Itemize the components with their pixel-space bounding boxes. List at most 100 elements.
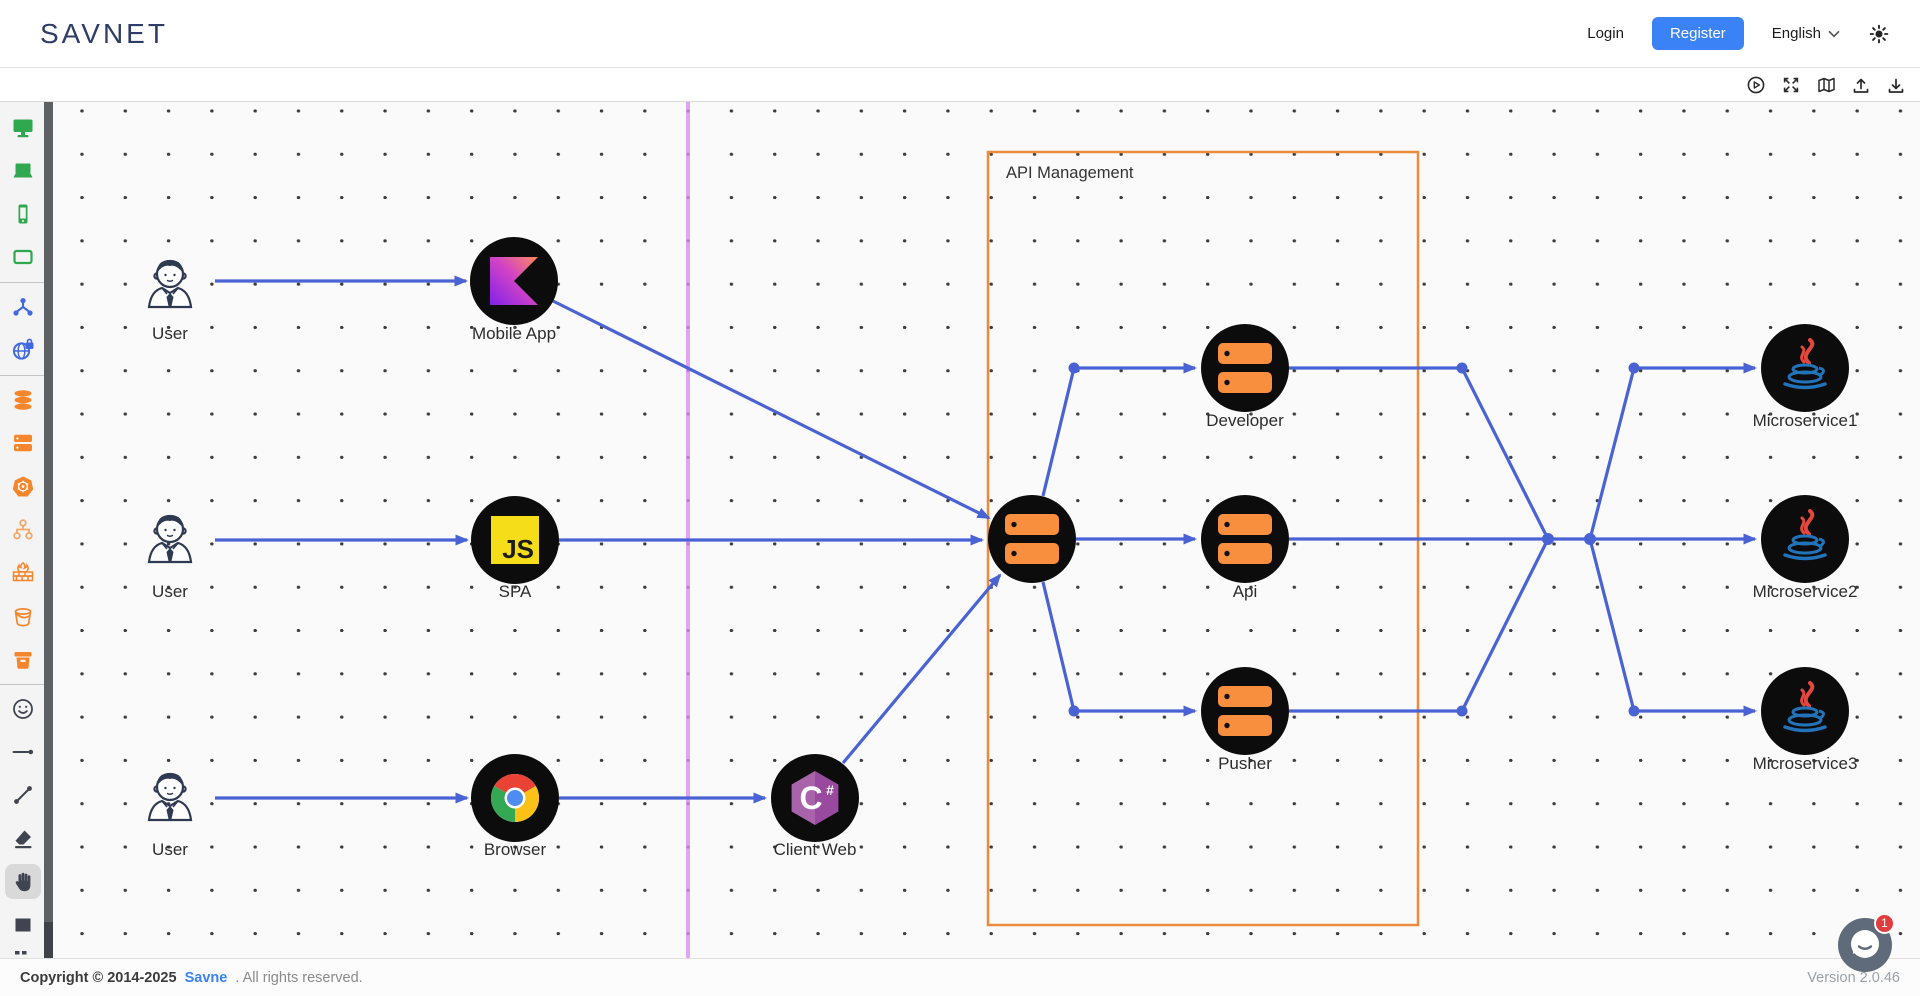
chat-bubble-icon — [1838, 918, 1892, 972]
smiley-icon — [12, 699, 33, 720]
download-icon — [1888, 78, 1904, 93]
clipped-tool-icon — [14, 951, 26, 955]
scrollbar-thumb[interactable] — [44, 102, 53, 922]
palette-tablet-button[interactable] — [5, 239, 41, 274]
edge-gateway-pusher[interactable] — [1041, 581, 1197, 717]
login-button[interactable]: Login — [1587, 25, 1624, 42]
palette-scrollbar[interactable] — [44, 102, 53, 958]
palette-bucket-button[interactable] — [5, 598, 41, 633]
canvas-toolbar — [0, 68, 1920, 102]
node-browser[interactable] — [471, 754, 559, 842]
footer: Copyright © 2014-2025 Savne . All rights… — [0, 958, 1920, 996]
node-api[interactable] — [1201, 495, 1289, 583]
palette-firewall-button[interactable] — [5, 555, 41, 590]
play-button[interactable] — [1746, 75, 1766, 95]
node-spa[interactable] — [471, 496, 559, 584]
palette-database-button[interactable] — [5, 383, 41, 418]
node-label: Developer — [1206, 411, 1284, 430]
node-label: User — [152, 840, 188, 859]
edge-hub-microservice1[interactable] — [1588, 362, 1757, 540]
palette-arrow-line-button[interactable] — [5, 735, 41, 770]
node-user-top[interactable] — [147, 258, 193, 309]
vertical-guide-line — [686, 102, 690, 958]
storage-bin-icon — [14, 652, 31, 669]
palette-globe-lock-button[interactable] — [5, 333, 41, 368]
node-label: Api — [1233, 582, 1258, 601]
chevron-down-icon — [1828, 30, 1840, 38]
shape-palette — [0, 102, 46, 958]
brand-link[interactable]: Savne — [184, 969, 228, 986]
palette-connector-line-button[interactable] — [5, 778, 41, 813]
eraser-icon — [14, 830, 31, 848]
palette-smartphone-button[interactable] — [5, 196, 41, 231]
palette-hand-button[interactable] — [4, 864, 41, 900]
network-nodes-icon — [12, 298, 33, 316]
node-label: Mobile App — [472, 324, 556, 343]
globe-lock-icon — [12, 338, 33, 360]
node-api-gateway[interactable] — [988, 495, 1076, 583]
node-label: SPA — [499, 582, 532, 601]
brand-logo[interactable]: SAVNET — [40, 17, 168, 49]
edge-clientweb-gateway[interactable] — [841, 573, 1002, 765]
palette-laptop-button[interactable] — [5, 153, 41, 188]
edge-hub-microservice3[interactable] — [1588, 538, 1757, 717]
node-mobile-app[interactable] — [470, 237, 558, 325]
register-button[interactable]: Register — [1651, 17, 1744, 50]
node-microservice1[interactable] — [1759, 322, 1851, 414]
node-label: Pusher — [1218, 754, 1272, 773]
desktop-monitor-icon — [13, 119, 32, 137]
language-label: English — [1771, 25, 1821, 42]
node-pusher[interactable] — [1201, 667, 1289, 755]
node-client-web[interactable] — [771, 754, 859, 842]
node-microservice2[interactable] — [1759, 493, 1851, 585]
node-microservice3[interactable] — [1759, 665, 1851, 757]
header: SAVNET Login Register English — [0, 0, 1920, 68]
scrollbar-track — [44, 922, 53, 958]
edge-mobileapp-gateway[interactable] — [552, 299, 991, 520]
copyright: Copyright © 2014-2025 Savne . All rights… — [20, 970, 363, 986]
palette-eraser-button[interactable] — [5, 821, 41, 856]
palette-kubernetes-button[interactable] — [5, 469, 41, 504]
fullscreen-button[interactable] — [1781, 75, 1801, 95]
node-label: User — [152, 582, 188, 601]
palette-storage-bin-button[interactable] — [5, 642, 41, 677]
node-label: Microservice3 — [1753, 754, 1858, 773]
connector-line-icon — [13, 786, 32, 805]
chat-widget-button[interactable]: 1 — [1837, 913, 1895, 973]
upload-button[interactable] — [1851, 75, 1871, 95]
diagram-edges[interactable] — [215, 275, 1757, 804]
palette-clipped-button[interactable] — [5, 946, 41, 958]
diagram-svg[interactable]: JS C — [46, 102, 1920, 958]
node-user-bottom[interactable] — [147, 771, 193, 822]
palette-smiley-button[interactable] — [5, 692, 41, 727]
theme-toggle-button[interactable] — [1868, 23, 1890, 45]
palette-network-button[interactable] — [5, 290, 41, 325]
palette-divider — [0, 683, 45, 685]
database-icon — [14, 390, 31, 411]
copyright-suffix: . All rights reserved. — [235, 969, 363, 986]
chat-badge: 1 — [1874, 913, 1895, 934]
download-button[interactable] — [1886, 75, 1906, 95]
node-label: Client Web — [774, 840, 857, 859]
edge-waypoints — [1068, 362, 1640, 717]
server-icon — [13, 435, 32, 452]
play-circle-icon — [1747, 76, 1765, 93]
firewall-icon — [12, 561, 33, 582]
palette-rectangle-button[interactable] — [5, 907, 41, 942]
copyright-prefix: Copyright © 2014-2025 — [20, 969, 177, 986]
laptop-icon — [13, 163, 32, 178]
node-developer[interactable] — [1201, 324, 1289, 412]
node-label: Browser — [484, 840, 547, 859]
language-selector[interactable]: English — [1772, 25, 1840, 42]
node-user-middle[interactable] — [147, 513, 193, 564]
diagram-canvas[interactable]: JS C — [46, 102, 1920, 958]
palette-cluster-tree-button[interactable] — [5, 512, 41, 547]
palette-server-button[interactable] — [5, 426, 41, 461]
palette-divider — [0, 281, 45, 283]
minimap-button[interactable] — [1816, 75, 1836, 95]
palette-desktop-button[interactable] — [5, 110, 41, 145]
fullscreen-expand-icon — [1783, 77, 1799, 92]
edge-gateway-developer[interactable] — [1041, 362, 1197, 497]
workspace: JS C — [0, 102, 1920, 958]
